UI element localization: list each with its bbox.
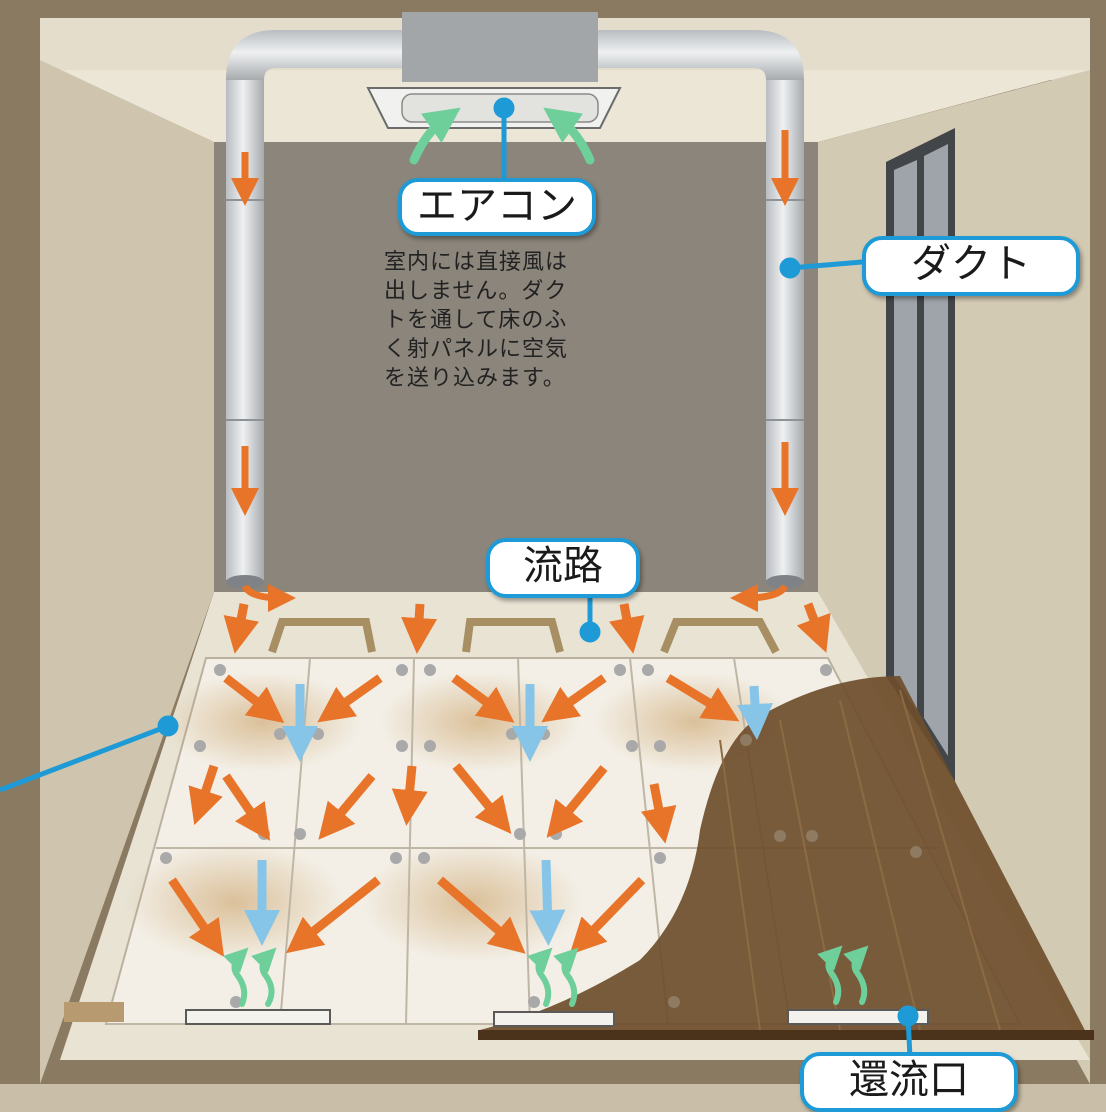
aircon-intake-arrows (409, 107, 595, 165)
floorboards (478, 676, 1094, 1040)
callout-leaders (0, 97, 919, 1059)
return-air-arrows (223, 945, 869, 1007)
description-line: 室内には直接風は (384, 250, 569, 275)
left-wall (40, 60, 214, 1084)
floor-joist (64, 1002, 124, 1022)
return-vent-label: 還流口 (800, 1052, 1018, 1112)
flow-path-channels (268, 618, 780, 654)
description-line: く射パネルに空気 (384, 337, 569, 362)
aircon-description: 室内には直接風は 出しません。ダク トを通して床のふ く射パネルに空気 を送り込… (384, 248, 634, 393)
description-line: 出しません。ダク (384, 279, 568, 304)
flow-path-label: 流路 (486, 538, 640, 598)
description-line: を送り込みます。 (384, 366, 566, 391)
floor-airflow-arrows (168, 602, 831, 957)
duct-label: ダクト (862, 236, 1080, 296)
return-vents (185, 1009, 929, 1027)
duct-airflow-arrows (231, 130, 799, 612)
description-line: トを通して床のふ (384, 308, 568, 333)
cool-air-arrows (244, 684, 773, 946)
aircon-label: エアコン (398, 178, 596, 236)
